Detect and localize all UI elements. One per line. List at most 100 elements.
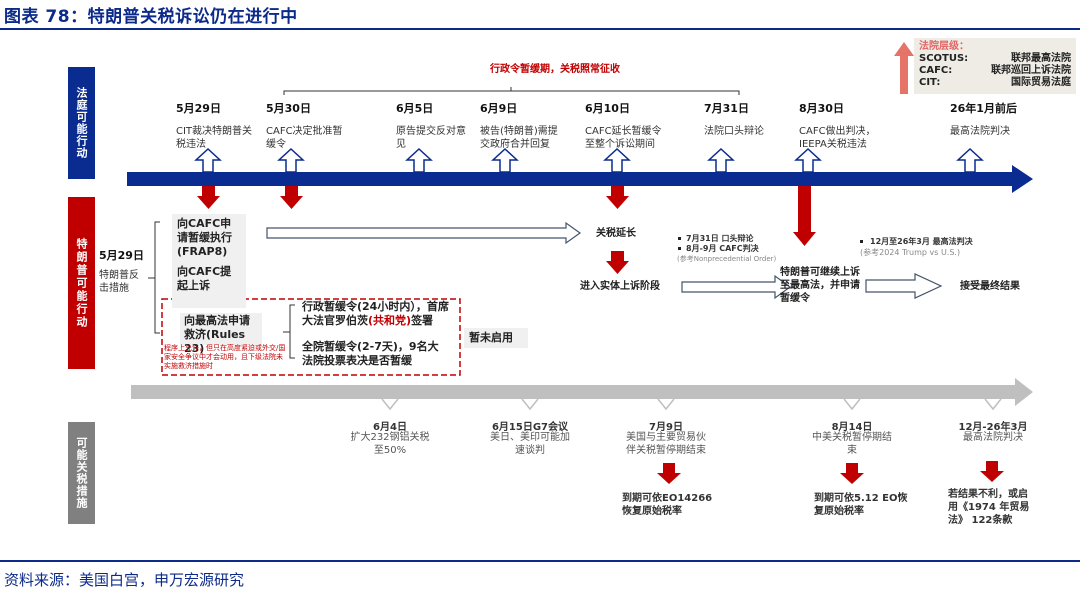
side-label-tariff-text: 可能关税措施: [75, 437, 88, 509]
final-result-label: 接受最终结果: [960, 281, 1020, 292]
court-event-desc: CIT裁决特朗普关税违法: [176, 126, 253, 150]
tariff-extend-label: 关税延长: [596, 228, 636, 239]
option-scotus-relief: 向最高法申请救济(Rules 23): [180, 313, 262, 355]
tariff-timeline-arrow: [131, 378, 1033, 406]
party-label: (共和党): [368, 314, 412, 327]
suspension-banner: 行政令暂缓期，关税照常征收: [490, 64, 620, 75]
trump-action-desc: 特朗普反击措施: [99, 270, 139, 294]
trump-action-date: 5月29日: [99, 249, 144, 262]
option-cafc-appeal: 向CAFC提起上诉: [177, 265, 232, 292]
tariff-tick-icon: [843, 398, 861, 411]
tariff-event-desc: 美国与主要贸易伙伴关税暂停期结束: [626, 432, 706, 456]
court-event-date: 6月9日: [480, 102, 518, 115]
tariff-event-desc: 最高法院判决: [963, 432, 1023, 443]
court-event-arrows: [194, 147, 984, 173]
court-event-date: 6月10日: [585, 102, 630, 115]
legend-row-cafc: CAFC: 联邦巡回上诉法院: [919, 65, 1071, 77]
tariff-event-result: 若结果不利，或启用《1974 年贸易法》 122条款: [948, 489, 1030, 526]
court-event-desc: CAFC延长暂缓令至整个诉讼期间: [585, 126, 662, 150]
tariff-event-date: 6月4日: [373, 422, 407, 433]
legend-abbr: CIT:: [919, 77, 941, 88]
hollow-up-arrow-icon: [707, 147, 735, 173]
side-label-trump: 特朗普可能行动: [68, 197, 95, 369]
title-rule: [0, 28, 1080, 30]
tariff-event-desc: 扩大232钢铝关税至50%: [350, 432, 430, 456]
court-event-desc: CAFC决定批准暂缓令: [266, 126, 343, 150]
tariff-event-desc: 美日、美印可能加速谈判: [490, 432, 570, 456]
tariff-event-date: 8月14日: [831, 422, 873, 433]
rules23-dashed-box: [161, 298, 461, 376]
source-note: 资料来源：美国白宫，申万宏源研究: [4, 571, 245, 589]
legend-heading: 法院层级：: [919, 41, 969, 52]
legend-name: 国际贸易法庭: [1011, 77, 1071, 88]
tariff-event-desc: 中美关税暂停期结束: [812, 432, 892, 456]
red-arrow-3: [606, 186, 629, 209]
court-level-legend: 法院层级： SCOTUS: 联邦最高法院 CAFC: 联邦巡回上诉法院 CIT: 国际…: [914, 38, 1076, 94]
side-label-court: 法庭可能行动: [68, 67, 95, 179]
full-court-stay-desc: 全院暂缓令(2-7天)，9名大法院投票表决是否暂缓: [302, 340, 439, 367]
tariff-event-ticks: [381, 398, 1002, 411]
tariff-red-arrow-3: [980, 461, 1004, 482]
court-event-desc: 最高法院判决: [950, 126, 1010, 137]
not-used-label: 暂未启用: [464, 328, 528, 348]
legend-abbr: CAFC:: [919, 65, 953, 76]
scotus-relief-note: 程序上允许，但只在高度紧迫或外交/国家安全争议中才会动用，且下级法院未实施救济措…: [164, 344, 286, 370]
court-event-desc: 被告(特朗普)需提交政府合并回复: [480, 126, 558, 150]
legend-name: 联邦巡回上诉法院: [991, 65, 1071, 76]
option-frap8: 向CAFC申请暂缓执行(FRAP8): [177, 217, 232, 258]
suspension-bracket: [283, 87, 740, 95]
court-event-date: 7月31日: [704, 102, 749, 115]
court-event-date: 8月30日: [799, 102, 844, 115]
court-event-desc: 法院口头辩论: [704, 126, 764, 137]
tariff-event-date: 7月9日: [649, 422, 683, 433]
red-arrow-4: [793, 186, 816, 246]
continue-appeal-label: 特朗普可继续上诉至最高法，并申请暂缓令: [780, 267, 860, 304]
tariff-event-result: 到期可依5.12 EO恢复原始税率: [814, 493, 908, 517]
hollow-right-arrow-2: [681, 274, 792, 300]
red-arrow-5: [606, 251, 629, 274]
figure-title: 图表 78：特朗普关税诉讼仍在进行中: [4, 7, 298, 27]
legend-row-cit: CIT: 国际贸易法庭: [919, 77, 1071, 89]
red-arrow-2: [197, 186, 220, 209]
enter-appeal-label: 进入实体上诉阶段: [580, 281, 660, 292]
hollow-up-arrow-icon: [194, 147, 222, 173]
bullet-cafc-ruling: 8月-9月 CAFC判决: [686, 244, 759, 253]
bullet-scotus-ruling: 12月至26年3月 最高法判决: [870, 237, 973, 246]
rules23-sub-bracket: [283, 304, 295, 359]
tariff-red-arrow-2: [840, 463, 864, 484]
tariff-event-result: 到期可依EO14266恢复原始税率: [622, 493, 713, 517]
court-event-date: 5月30日: [266, 102, 311, 115]
cafc-options-box: 向CAFC申请暂缓执行(FRAP8) 向CAFC提起上诉: [172, 214, 246, 308]
hollow-up-arrow-icon: [491, 147, 519, 173]
court-event-date: 5月29日: [176, 102, 221, 115]
tariff-tick-icon: [984, 398, 1002, 411]
court-event-desc: CAFC做出判决，IEEPA关税违法: [799, 126, 876, 150]
court-timeline-arrow: [127, 165, 1033, 193]
tariff-tick-icon: [381, 398, 399, 411]
side-label-trump-text: 特朗普可能行动: [75, 237, 88, 329]
hollow-up-arrow-icon: [405, 147, 433, 173]
hollow-right-arrow-1: [266, 221, 582, 245]
tariff-red-arrow-1: [657, 463, 681, 484]
hollow-up-arrow-icon: [603, 147, 631, 173]
bullet-oral-argument: 7月31日 口头辩论: [686, 234, 754, 243]
red-arrow-1: [280, 186, 303, 209]
court-event-date: 6月5日: [396, 102, 434, 115]
tariff-tick-icon: [657, 398, 675, 411]
admin-stay-text-a: 行政暂缓令(24小时内），首席大法官罗伯茨: [302, 300, 449, 327]
legend-abbr: SCOTUS:: [919, 53, 969, 64]
legend-name: 联邦最高法院: [1011, 53, 1071, 64]
legend-row-scotus: SCOTUS: 联邦最高法院: [919, 53, 1071, 65]
bullet-square: [678, 247, 681, 250]
side-label-tariff: 可能关税措施: [68, 422, 95, 524]
hollow-up-arrow-icon: [794, 147, 822, 173]
trump-main-bracket: [148, 221, 160, 334]
admin-stay-text-b: 签署: [411, 314, 434, 327]
hollow-up-arrow-icon: [956, 147, 984, 173]
court-event-date: 26年1月前后: [950, 102, 1017, 115]
side-label-court-text: 法庭可能行动: [75, 87, 88, 159]
court-event-desc: 原告提交反对意见: [396, 126, 466, 150]
bullet-ref-nonprecedential: (参考Nonprecedential Order): [677, 255, 777, 263]
bullet-square: [678, 237, 681, 240]
